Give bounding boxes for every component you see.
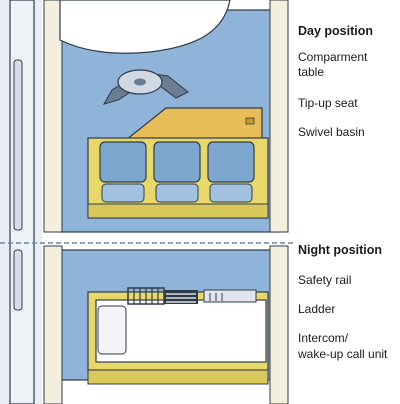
legend-panel: Day position Comparment table Tip-up sea…: [298, 0, 398, 404]
seat-2-cushion: [155, 183, 199, 203]
swivel-basin: [102, 69, 189, 105]
legend-safety-rail: Safety rail: [298, 273, 352, 287]
night-base: [87, 369, 269, 385]
legend-tipup-seat: Tip-up seat: [298, 96, 358, 110]
table-latch: [245, 117, 255, 125]
day-wall-right: [269, 0, 289, 233]
basin-drain: [134, 78, 146, 86]
compartment-illustration: [0, 0, 296, 404]
ladder: [164, 290, 198, 304]
day-wall-left: [43, 0, 63, 233]
seat-3-back: [207, 141, 255, 183]
legend-swivel-basin: Swivel basin: [298, 125, 365, 139]
seat-2-back: [153, 141, 201, 183]
legend-intercom-line2: wake-up call unit: [298, 347, 388, 361]
intercom-unit: [203, 289, 257, 303]
legend-ladder: Ladder: [298, 302, 336, 316]
wall-rail-lower: [13, 249, 23, 311]
wall-rail: [13, 59, 23, 231]
seat-2: [153, 141, 201, 203]
legend-intercom-line1: Intercom/: [298, 331, 349, 345]
seat-3: [207, 141, 255, 203]
day-position-title: Day position: [298, 24, 374, 38]
night-wall-left: [43, 245, 63, 404]
bench-base: [87, 203, 269, 219]
seat-1-cushion: [101, 183, 145, 203]
pillow: [97, 305, 127, 355]
legend-compartment-table: Comparment table: [298, 50, 368, 79]
seat-1-back: [99, 141, 147, 183]
night-wall-right: [269, 245, 289, 404]
intercom-panel: [203, 289, 257, 303]
seat-1: [99, 141, 147, 203]
sink-counter: [59, 0, 231, 54]
night-position-title: Night position: [298, 243, 383, 257]
seat-3-cushion: [209, 183, 253, 203]
